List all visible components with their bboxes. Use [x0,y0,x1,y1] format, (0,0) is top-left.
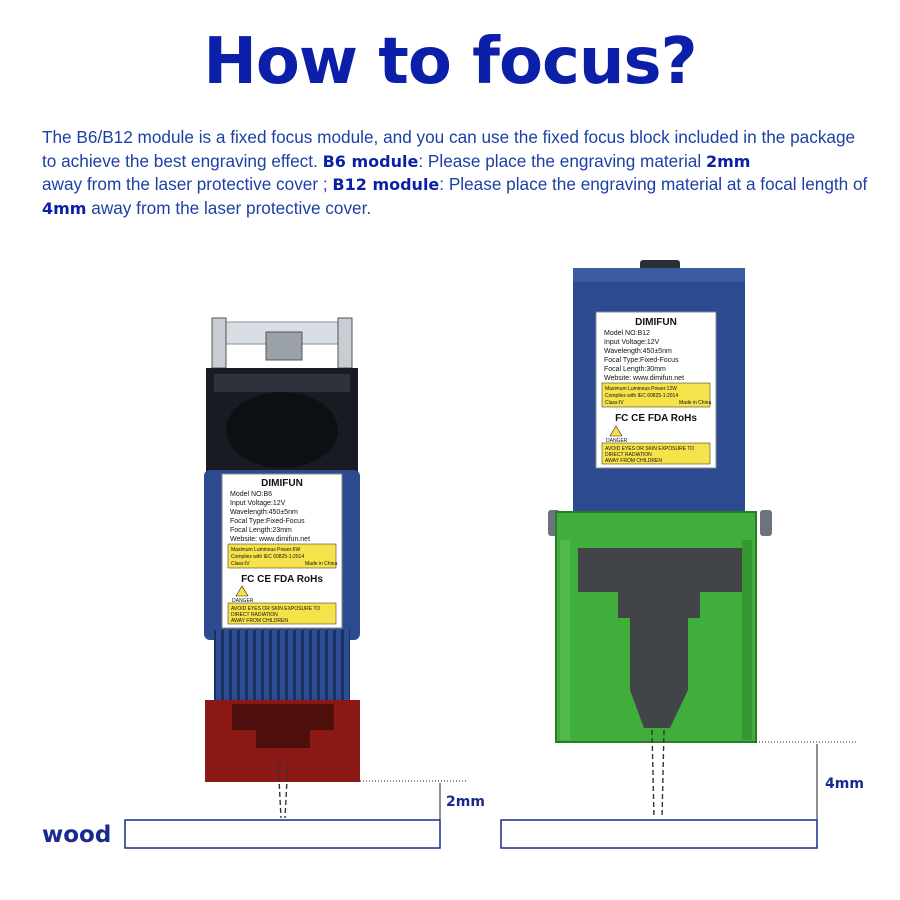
b6-heatsink [214,630,350,700]
b12-brand: DIMIFUN [635,317,677,328]
b12-warn-standard: Complies with IEC 60825-1:2014 [605,393,678,399]
b6-bracket-connector [265,331,303,361]
b6-distance-label: 2mm [446,794,485,810]
b6-nozzle-shadow [232,704,334,748]
description-text-3: away from the laser protective cover ; [42,174,328,194]
b6-warn-standard: Complies with IEC 60825-1:2014 [231,554,304,560]
b6-danger-icon [235,585,249,597]
b12-cert-icons: FC CE FDA RoHs [615,413,697,424]
b12-danger-icon [609,425,623,437]
b12-avoid-box [601,442,711,465]
b12-danger-text: DANGER [606,438,628,444]
b12-made-in: Made in China [679,400,711,406]
b6-avoid-1: AVOID EYES OR SKIN EXPOSURE TO [231,606,320,612]
b6-made-in: Made in China [305,561,337,567]
b12-avoid-2: DIRECT RADIATION [605,452,652,458]
b12-voltage: Input Voltage:12V [604,339,660,346]
b12-model: Model NO:B12 [604,330,650,337]
b6-avoid-3: AWAY FROM CHILDREN [231,618,288,624]
b6-voltage: Input Voltage:12V [230,500,286,507]
b6-module: DIMIFUN Model NO:B6 Input Voltage:12V Wa… [204,317,360,819]
b6-beam-right [284,759,289,819]
b6-cert-icons: FC CE FDA RoHs [241,574,323,585]
b6-model: Model NO:B6 [230,491,272,498]
b6-wood-board [124,819,441,849]
b12-beam-left [651,729,655,819]
b6-warn-power: Maximum Luminous Power:6W [231,547,300,553]
b12-block-edge-left [560,540,570,740]
b12-distance-label: 4mm [825,776,864,792]
b6-warn-class: Class:IV [231,561,250,567]
b12-warn-class: Class:IV [605,400,624,406]
b12-avoid-3: AWAY FROM CHILDREN [605,458,662,464]
b6-website: Website: www.dimifun.net [230,536,310,543]
description-text-2: : Please place the engraving material [418,150,702,171]
description-text-4: : Please place the engraving material at… [439,174,868,194]
b12-module-label: B12 module [332,175,440,194]
b6-screw-right-icon [337,317,353,369]
description-text-5: away from the laser protective cover. [91,197,372,218]
b12-screw-right-icon [760,510,772,536]
b12-wood-board [500,819,818,849]
b12-warn-power: Maximum Luminous Power:12W [605,386,677,392]
b12-body-top [573,268,745,282]
b12-focal-type: Focal Type:Fixed-Focus [604,357,679,364]
b6-wavelength: Wavelength:450±5nm [230,509,298,516]
b6-warning-box [227,543,337,569]
b12-website: Website: www.dimifun.net [604,375,684,382]
b6-avoid-box [227,602,337,625]
wood-label: wood [42,822,111,848]
b6-focal-length: Focal Length:23mm [230,527,292,534]
b12-avoid-1: AVOID EYES OR SKIN EXPOSURE TO [605,446,694,452]
b12-focal-length: Focal Length:30mm [604,366,666,373]
b12-warning-box [601,382,711,408]
b6-screw-left-icon [211,317,227,369]
page-title: How to focus? [203,25,697,99]
b12-nozzle [578,548,742,728]
b6-beam-left [277,759,282,819]
b6-brand: DIMIFUN [261,478,303,489]
b6-danger-text: DANGER [232,598,254,604]
description: The B6/B12 module is a fixed focus modul… [42,126,872,220]
b12-beam-right [661,729,665,819]
b6-focal-type: Focal Type:Fixed-Focus [230,518,305,525]
b6-distance: 2mm [705,151,751,171]
b6-module-label: B6 module [322,151,419,171]
b12-wavelength: Wavelength:450±5nm [604,348,672,355]
b12-block-edge-right [742,540,752,740]
b6-avoid-2: DIRECT RADIATION [231,612,278,618]
b12-module: DIMIFUN Model NO:B12 Input Voltage:12V W… [548,260,772,819]
b6-fan-icon [226,392,338,468]
description-text-1: The B6/B12 module is a fixed focus modul… [42,127,856,171]
b12-distance: 4mm [42,198,87,218]
b6-fan-top [214,374,350,392]
